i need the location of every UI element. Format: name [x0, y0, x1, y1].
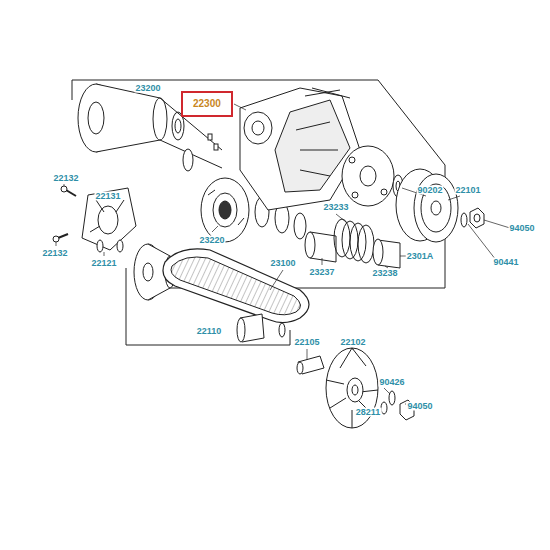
callout-number: 22121	[90, 259, 117, 268]
callout-number: 23237	[308, 268, 335, 277]
callout-number: 22300	[193, 99, 231, 109]
callout-number: 90441	[492, 258, 519, 267]
callout-number: 90426	[378, 378, 405, 387]
callout-number: 28211	[355, 408, 382, 417]
callout-number: 23100	[269, 259, 296, 268]
callout-number: 22132	[41, 249, 68, 258]
callout-number: 22105	[293, 338, 320, 347]
callout-number: 22131	[94, 192, 121, 201]
callout-number: 22101	[454, 186, 481, 195]
callout-number: 94050	[406, 402, 433, 411]
callout-number: 22110	[196, 327, 223, 336]
callout-number: 23233	[322, 203, 349, 212]
callout-number: 90202	[416, 186, 443, 195]
callout-number: 94050	[508, 224, 535, 233]
callout-number: 2301A	[406, 252, 435, 261]
callout-number: 23200	[134, 84, 161, 93]
callout-number: 22132	[52, 174, 79, 183]
callout-number: 23220	[198, 236, 225, 245]
callout-number: 22102	[339, 338, 366, 347]
highlight-box: 22300	[181, 91, 233, 117]
callout-number: 23238	[371, 269, 398, 278]
